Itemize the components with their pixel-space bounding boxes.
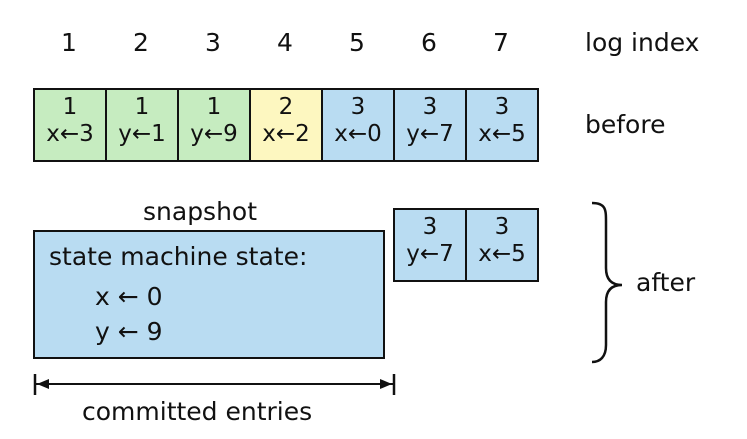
before-entry-7: 3 x←5 [465,88,539,162]
snapshot-value-x: x ← 0 [95,282,163,311]
entry-term: 1 [206,94,222,120]
entry-command: y←7 [406,121,454,147]
entry-command: y←7 [406,241,454,267]
snapshot-value-y: y ← 9 [95,317,163,346]
entry-term: 2 [278,94,294,120]
entry-term: 1 [134,94,150,120]
committed-range-left-arrow [37,379,49,389]
entry-term: 3 [422,94,438,120]
entry-command: x←3 [46,121,94,147]
entry-command: x←5 [478,241,526,267]
log-index-4: 4 [277,28,293,57]
log-index-7: 7 [493,28,509,57]
after-entry-7: 3 x←5 [465,208,539,282]
committed-entries-label: committed entries [82,397,313,426]
entry-term: 3 [494,214,510,240]
entry-command: y←1 [118,121,166,147]
entry-term: 3 [350,94,366,120]
committed-range-right-arrow [380,379,392,389]
snapshot-box: state machine state: x ← 0 y ← 9 [33,230,385,359]
before-label: before [585,110,666,139]
after-brace [591,201,623,364]
entry-command: x←0 [334,121,382,147]
log-index-2: 2 [133,28,149,57]
before-entry-3: 1 y←9 [177,88,251,162]
entry-term: 3 [494,94,510,120]
log-index-6: 6 [421,28,437,57]
entry-term: 1 [62,94,78,120]
after-label: after [636,268,696,297]
entry-command: x←2 [262,121,310,147]
entry-command: x←5 [478,121,526,147]
before-entry-5: 3 x←0 [321,88,395,162]
log-index-label: log index [585,28,700,57]
entry-term: 3 [422,214,438,240]
log-index-5: 5 [349,28,365,57]
snapshot-label: snapshot [143,197,258,226]
snapshot-title: state machine state: [49,242,308,271]
log-index-1: 1 [61,28,77,57]
before-entry-2: 1 y←1 [105,88,179,162]
entry-command: y←9 [190,121,238,147]
log-index-3: 3 [205,28,221,57]
before-entry-4: 2 x←2 [249,88,323,162]
